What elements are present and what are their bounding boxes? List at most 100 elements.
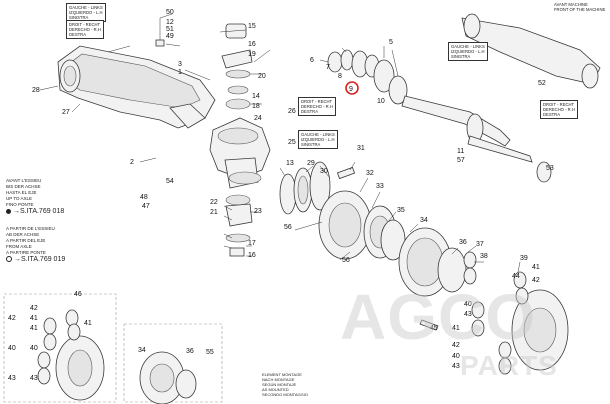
callout-26: 26 — [288, 108, 296, 115]
note-up-to-axle: AVANT L'ESSIEU BIS DER ACHSE HASTA EL EJ… — [6, 178, 42, 207]
callout-40: 40 — [8, 345, 16, 352]
callout-53: 53 — [546, 165, 554, 172]
leader-lines — [39, 13, 521, 273]
open-dot-icon — [6, 256, 12, 263]
callout-36: 36 — [459, 239, 467, 246]
label-droit-top: DROIT - RECHT DERECHO - R.H DESTRA — [66, 20, 104, 39]
label-gauche-mid: GAUCHE - LINKS IZQUIERDO - L.H SINISTRA — [298, 130, 338, 149]
callout-29: 29 — [307, 160, 315, 167]
callout-43: 43 — [8, 375, 16, 382]
label-droit-mid: DROIT - RECHT DERECHO - R.H DESTRA — [298, 97, 336, 116]
callout-54: 54 — [166, 178, 174, 185]
callout-36: 36 — [186, 348, 194, 355]
callout-52: 52 — [538, 80, 546, 87]
callout-56: 56 — [284, 224, 292, 231]
callout-37: 37 — [476, 241, 484, 248]
callout-34: 34 — [138, 347, 146, 354]
label-gauche-right: GAUCHE - LINKS IZQUIERDO - L.H SINISTRA — [448, 42, 488, 61]
callout-16: 16 — [248, 252, 256, 259]
callout-42: 42 — [30, 305, 38, 312]
callout-43: 43 — [452, 363, 460, 370]
ref-up-to-axle: →S.ITA.769 018 — [6, 208, 64, 215]
inset-left — [3, 293, 117, 403]
callout-13: 13 — [286, 160, 294, 167]
axle-housing — [57, 45, 216, 129]
callout-32: 32 — [366, 170, 374, 177]
axle-overview — [461, 13, 601, 89]
callout-47: 47 — [142, 203, 150, 210]
kingpin-top-parts — [155, 18, 253, 110]
callout-40: 40 — [452, 353, 460, 360]
callout-56: 56 — [342, 257, 350, 264]
callout-7: 7 — [326, 64, 330, 71]
callout-42: 42 — [8, 315, 16, 322]
callout-18: 18 — [252, 103, 260, 110]
callout-25: 25 — [288, 139, 296, 146]
ref-from-axle: →S.ITA.769 019 — [6, 256, 65, 263]
note-as-mounted: ELEMENT MONTAGE NACH MONTAGE SEGÚN MONTA… — [262, 372, 308, 397]
note-from-axle: A PARTIR DE L'ESSIEU AB DER ACHSE A PART… — [6, 226, 55, 255]
drive-shaft — [401, 95, 552, 183]
callout-40: 40 — [30, 345, 38, 352]
callout-14: 14 — [252, 93, 260, 100]
callout-38: 38 — [480, 253, 488, 260]
callout-9: 9 — [349, 86, 353, 93]
watermark-logo: AGCO — [340, 281, 536, 353]
callout-numbers: 5012514915161920141852312827678910526252… — [8, 9, 554, 382]
callout-42: 42 — [452, 342, 460, 349]
callout-43: 43 — [30, 375, 38, 382]
filled-dot-icon — [6, 208, 11, 214]
callout-49: 49 — [166, 33, 174, 40]
ref-up-to-axle-text: S.ITA.769 018 — [20, 208, 65, 215]
watermark-logo-sub: PARTS — [460, 350, 558, 381]
callout-24: 24 — [254, 115, 262, 122]
planetary-group-right — [419, 251, 569, 375]
callout-27: 27 — [62, 109, 70, 116]
callout-40: 40 — [464, 301, 472, 308]
label-droit-right: DROIT - RECHT DERECHO - R.H DESTRA — [540, 100, 578, 119]
inset-middle — [123, 323, 223, 404]
label-avant-machine: AVANT MACHINE FRONT OF THE MACHINE — [552, 1, 608, 13]
ref-from-axle-text: S.ITA.769 019 — [21, 256, 66, 263]
callout-23: 23 — [254, 208, 262, 215]
callout-43: 43 — [464, 311, 472, 318]
kingpin-bottom-parts — [225, 194, 253, 257]
callout-15: 15 — [248, 23, 256, 30]
seal-stack — [327, 49, 408, 105]
callout-51: 51 — [166, 26, 174, 33]
callout-1: 1 — [178, 69, 182, 76]
callout-41: 41 — [532, 264, 540, 271]
callout-8: 8 — [338, 73, 342, 80]
callout-50: 50 — [166, 9, 174, 16]
callout-19: 19 — [248, 51, 256, 58]
callout-45: 45 — [430, 325, 438, 332]
callout-2: 2 — [130, 159, 134, 166]
callout-20: 20 — [258, 73, 266, 80]
callout-21: 21 — [210, 209, 218, 216]
callout-55: 55 — [206, 349, 214, 356]
callout-30: 30 — [320, 168, 328, 175]
callout-39: 39 — [520, 255, 528, 262]
callout-6: 6 — [310, 57, 314, 64]
callout-48: 48 — [140, 194, 148, 201]
swivel-housing — [209, 117, 271, 189]
callout-41: 41 — [84, 320, 92, 327]
callout-17: 17 — [248, 240, 256, 247]
callout-11: 11 — [457, 148, 464, 155]
callout-35: 35 — [397, 207, 405, 214]
callout-41: 41 — [30, 315, 38, 322]
callout-41: 41 — [30, 325, 38, 332]
callout-31: 31 — [357, 145, 365, 152]
callout-34: 34 — [420, 217, 428, 224]
callout-57: 57 — [457, 157, 465, 164]
callout-46: 46 — [74, 291, 82, 298]
callout-33: 33 — [376, 183, 384, 190]
callout-44: 44 — [512, 273, 520, 280]
callout-10: 10 — [377, 98, 385, 105]
hub-rings — [279, 161, 467, 297]
callout-22: 22 — [210, 199, 218, 206]
callout-41: 41 — [452, 325, 460, 332]
callout-42: 42 — [532, 277, 540, 284]
